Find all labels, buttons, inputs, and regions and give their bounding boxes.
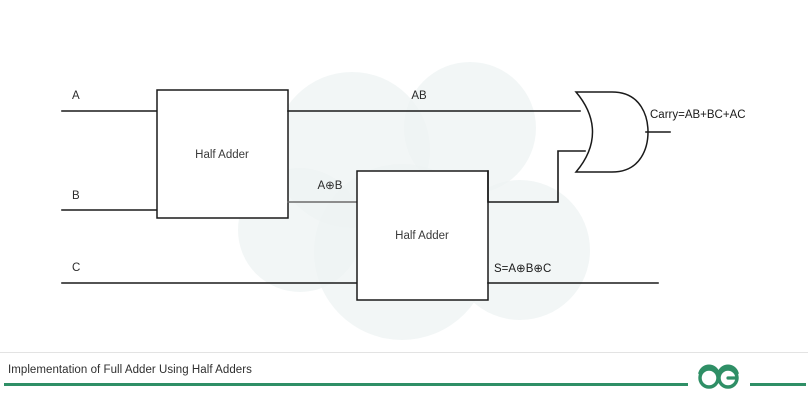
output-carry-label: Carry=AB+BC+AC <box>650 109 746 121</box>
input-c-label: C <box>72 262 80 274</box>
half-adder-2-box <box>356 170 489 301</box>
footer-accent-rule-right <box>750 383 806 386</box>
wire-ha2-carry-to-or-gate <box>487 150 586 203</box>
figure-caption: Implementation of Full Adder Using Half … <box>8 364 252 376</box>
geeksforgeeks-logo <box>698 364 739 389</box>
input-a-label: A <box>72 90 80 102</box>
output-sum-label: S=A⊕B⊕C <box>494 263 551 275</box>
half-adder-1-label: Half Adder <box>195 149 249 161</box>
input-b-label: B <box>72 190 80 202</box>
or-gate-shape <box>574 91 649 173</box>
wire-label-a-xor-b: A⊕B <box>318 180 343 192</box>
footer-accent-rule-left <box>4 383 688 386</box>
footer-divider-top <box>0 352 808 353</box>
footer: Implementation of Full Adder Using Half … <box>0 352 808 400</box>
half-adder-1-box <box>156 89 289 219</box>
wire-label-ab: AB <box>411 90 427 102</box>
half-adder-2-label: Half Adder <box>395 230 449 242</box>
